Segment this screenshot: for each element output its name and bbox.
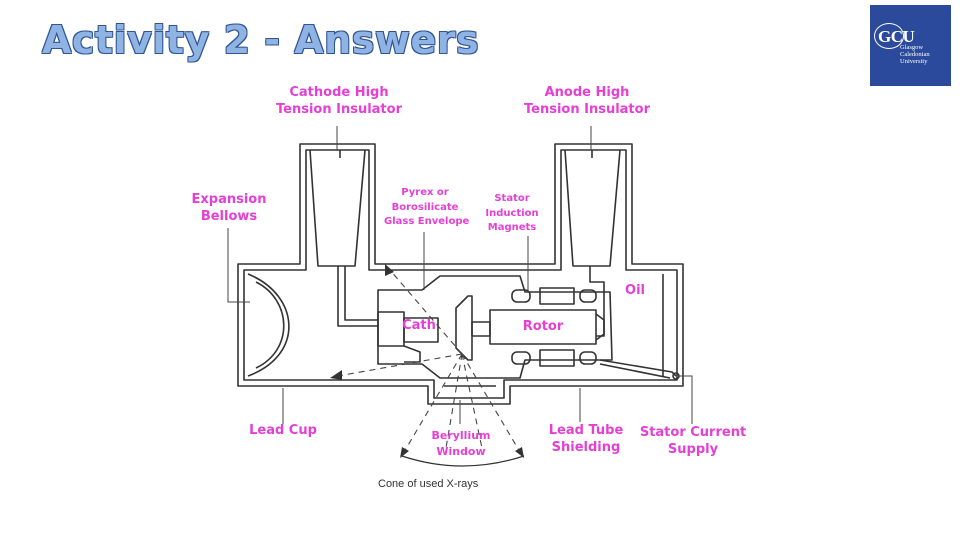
label-cathode-insulator-line2: Tension Insulator	[276, 101, 402, 117]
ray-arrow-cone-right-icon	[515, 447, 524, 458]
label-stator-current-supply: Stator Current Supply	[638, 425, 748, 459]
cathode-block	[377, 311, 405, 347]
label-stator-line3: Magnets	[487, 222, 537, 233]
anode-insulator	[564, 149, 621, 267]
leader-supply	[678, 375, 693, 424]
ray-arrow-cone-left-icon	[400, 447, 409, 458]
ray-arrow-up-icon	[385, 264, 394, 276]
stator-coil-top	[511, 289, 531, 303]
logo-name-line1: Glasgow Caledonian	[900, 44, 930, 58]
label-stator-line1: Stator	[494, 193, 530, 204]
label-cath: Cath	[402, 318, 436, 333]
housing-inner-wall	[243, 149, 678, 399]
label-anode-insulator-line1: Anode High	[544, 85, 630, 100]
label-anode-insulator-line2: Tension Insulator	[524, 101, 650, 117]
label-shielding-line2: Shielding	[551, 439, 621, 455]
xray-ray-cone-right	[461, 353, 521, 453]
label-beryllium-window: Beryllium Window	[428, 428, 494, 460]
label-cathode-insulator-line1: Cathode High	[289, 85, 389, 100]
label-stator-line2: Induction	[485, 207, 539, 219]
label-envelope-line3: Glass Envelope	[384, 216, 470, 227]
label-glass-envelope: Pyrex or Borosilicate Glass Envelope	[384, 186, 470, 230]
slide-title: Activity 2 - Answers	[42, 18, 480, 62]
expansion-bellows	[247, 273, 290, 377]
logo-name-line2: University	[900, 58, 928, 65]
label-envelope-line2: Borosilicate	[391, 201, 459, 213]
cathode-lead	[337, 266, 378, 327]
label-bellows-line1: Expansion	[191, 192, 267, 207]
rotor-body	[489, 309, 597, 345]
label-supply-line1: Stator Current	[639, 425, 747, 440]
label-anode-insulator: Anode High Tension Insulator	[522, 85, 652, 119]
xray-ray-upper	[389, 269, 463, 355]
label-lead-tube-shielding: Lead Tube Shielding	[546, 423, 626, 457]
ray-arrow-left-icon	[330, 370, 342, 380]
xray-ray-left	[337, 353, 463, 377]
stator-cable	[599, 359, 677, 377]
anode-disc	[455, 295, 473, 361]
label-expansion-bellows: Expansion Bellows	[186, 192, 272, 226]
anode-lead	[589, 266, 605, 337]
cone-caption: Cone of used X-rays	[378, 478, 479, 490]
label-bellows-line2: Bellows	[200, 208, 258, 224]
label-supply-line2: Supply	[667, 441, 719, 457]
leader-bellows	[227, 228, 250, 303]
stator-coil-bottom	[511, 351, 531, 365]
logo-mark: GCU	[878, 27, 915, 46]
logo-ring-icon	[874, 23, 904, 49]
glass-envelope	[377, 275, 613, 379]
cathode-insulator	[309, 149, 366, 267]
label-shielding-line1: Lead Tube	[548, 423, 624, 438]
label-oil: Oil	[625, 283, 645, 298]
label-envelope-line1: Pyrex or	[401, 187, 449, 198]
label-stator-magnets: Stator Induction Magnets	[484, 192, 540, 236]
label-window-line1: Beryllium	[431, 429, 491, 442]
logo-university-name: Glasgow Caledonian University	[900, 44, 951, 65]
xray-ray-cone-left	[403, 353, 463, 453]
gcu-logo: GCU Glasgow Caledonian University	[870, 5, 951, 86]
housing-outline	[237, 143, 684, 405]
label-lead-cup: Lead Cup	[249, 423, 317, 438]
label-cathode-insulator: Cathode High Tension Insulator	[274, 85, 404, 119]
label-window-line2: Window	[436, 444, 486, 458]
label-rotor: Rotor	[522, 319, 564, 334]
cone-arc	[401, 455, 525, 467]
